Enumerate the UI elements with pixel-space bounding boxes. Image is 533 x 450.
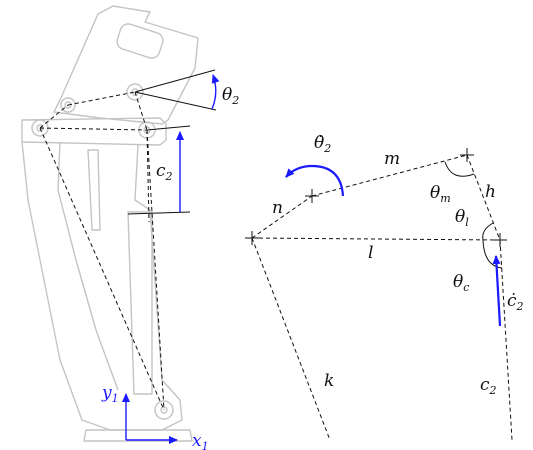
theta-m-arc [444,161,475,177]
link-c2 [499,239,513,441]
link-l [251,237,501,241]
right-column [127,211,153,395]
c2-bottom-tick [127,211,191,215]
theta2-arc [211,74,220,110]
theta-c-label: θc [453,272,469,294]
label-l: l [368,243,373,263]
inner-slot [87,149,101,231]
theta-l-label: θl [455,207,469,229]
c2-right-label: c2 [480,375,497,397]
label-n: n [272,198,283,218]
theta2-ray [134,69,216,93]
link-n [251,195,313,239]
c2-label: c2 [156,161,173,183]
kinematic-schematic [245,148,513,441]
y1-label: y1 [101,383,119,405]
inner-web [57,141,119,391]
theta2-dot-arc [285,164,345,197]
link-h [466,154,501,241]
x1-label: x1 [192,431,209,450]
link-m [311,154,468,197]
c2-dot-arrow [492,255,502,327]
theta2-label: θ2 [222,85,239,107]
theta-m-label: θm [430,183,451,205]
pin-upper-left [60,97,76,113]
label-m: m [384,149,400,169]
plate-slot [116,23,164,59]
base-plate [83,429,193,442]
c2-dot-label: ċ2 [507,291,524,313]
pin-bottom [154,400,174,420]
link-k [251,237,331,441]
left-linkage [39,69,220,444]
theta2-dot-label: θ̇2 [314,133,331,155]
label-h: h [485,182,496,202]
joint-markers [245,148,507,247]
label-k: k [324,371,334,391]
boom-mechanism [21,5,199,442]
theta2-base [134,91,217,111]
theta-l-arc [482,222,494,241]
theta-c-arc [482,239,503,269]
c2-top-tick [146,125,191,131]
upper-plate [53,5,199,125]
pin-upper-right [126,83,144,101]
